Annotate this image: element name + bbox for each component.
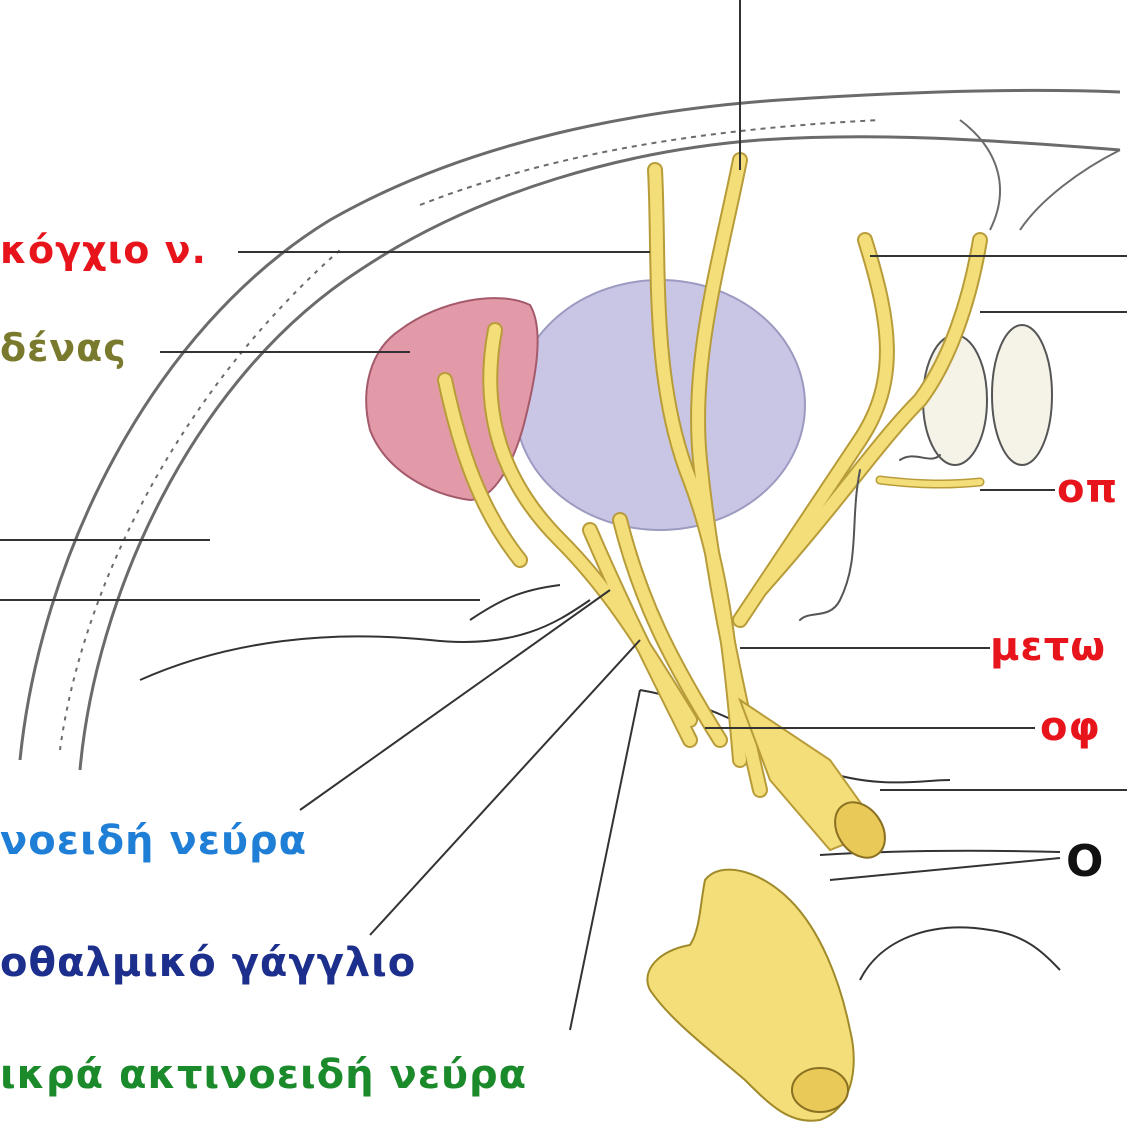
label-supraorbital-partial: οπ [1057, 466, 1118, 512]
cranial-floor-lines [140, 585, 1060, 980]
leader-lines [0, 0, 1127, 1030]
label-short-ciliary-nerves: ικρά ακτινοειδή νεύρα [0, 1052, 527, 1098]
label-lacrimal-nerve: κόγχιο ν. [0, 228, 207, 272]
label-ophthalmic-partial: οφ [1040, 704, 1101, 750]
label-lacrimal-gland: δένας [0, 326, 127, 370]
label-frontal-partial: μετω [990, 624, 1106, 670]
label-long-ciliary-nerves: νοειδή νεύρα [0, 818, 307, 864]
label-right-bottom-partial: Ο [1066, 836, 1104, 887]
label-ciliary-ganglion: οθαλμικό γάγγλιο [0, 940, 416, 986]
